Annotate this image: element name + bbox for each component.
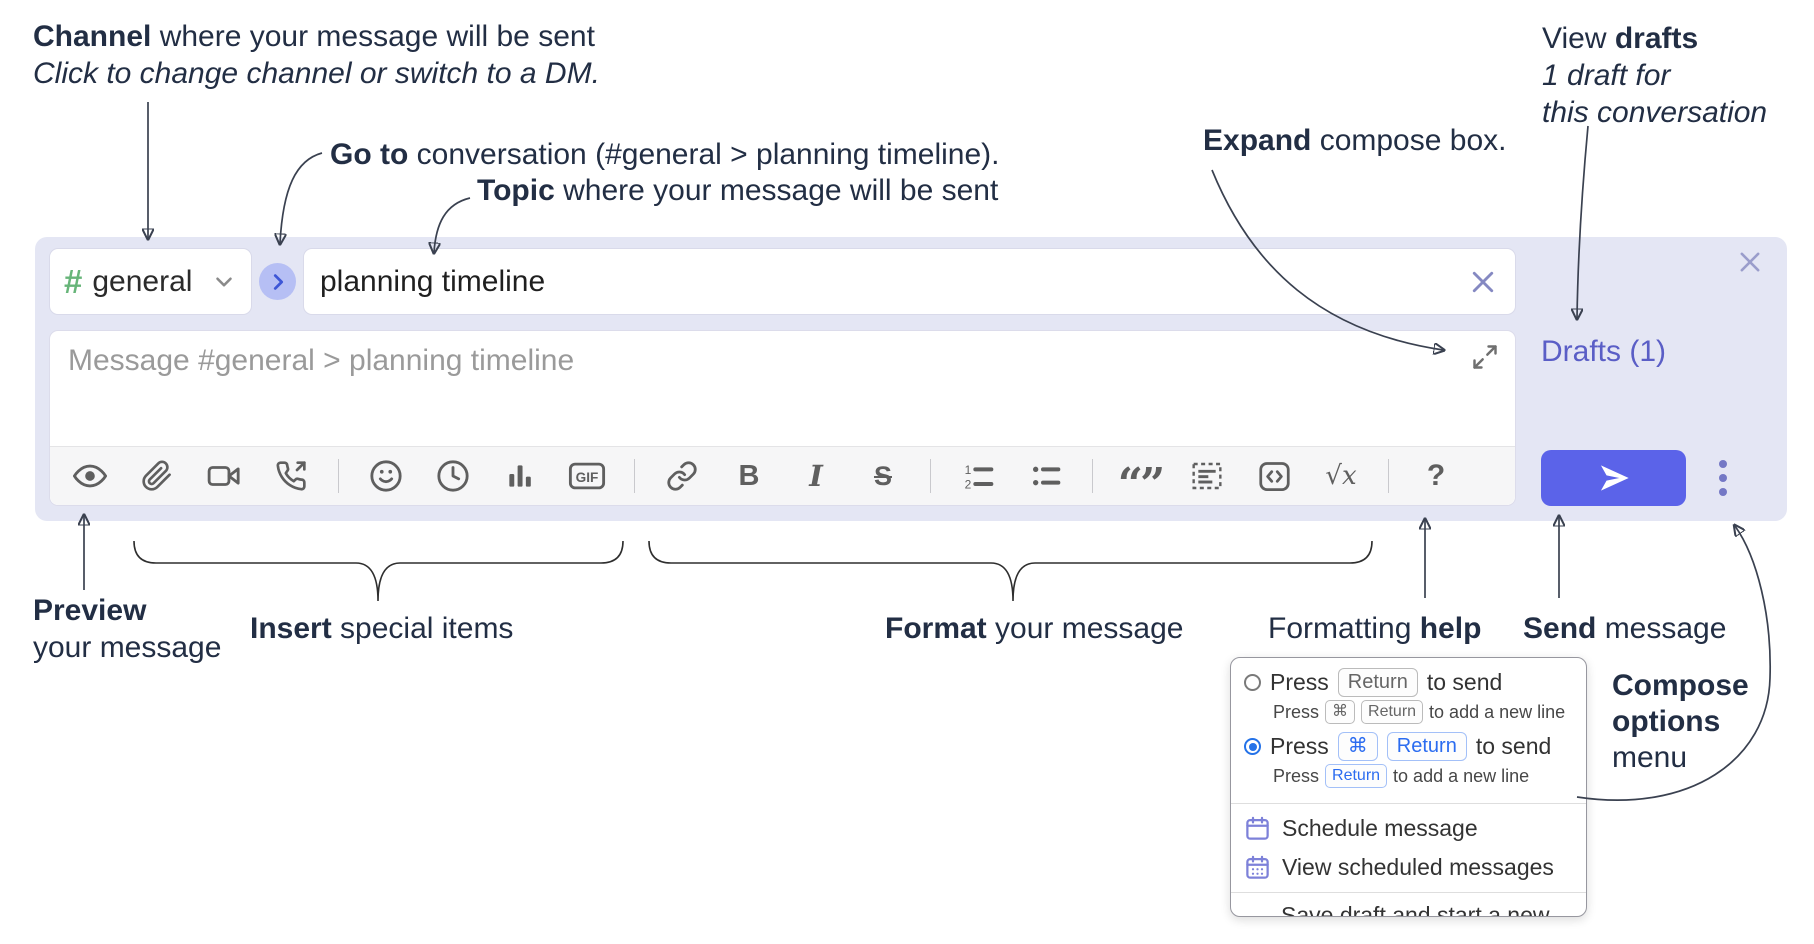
schedule-section: Schedule message View scheduled messages — [1231, 804, 1586, 892]
toolbar-divider — [930, 459, 931, 493]
calendar-dots-icon — [1244, 854, 1271, 881]
compose-options-annotation: Compose options menu — [1612, 669, 1749, 774]
view-scheduled-item[interactable]: View scheduled messages — [1231, 848, 1586, 887]
svg-text:GIF: GIF — [576, 470, 599, 485]
toolbar-divider — [634, 459, 635, 493]
formatting-help-icon[interactable]: ? — [1426, 459, 1446, 492]
go-to-conversation-button[interactable] — [259, 263, 296, 300]
calendar-icon — [1244, 815, 1271, 842]
toolbar-divider — [338, 459, 339, 493]
format-annotation: Format your message — [885, 612, 1184, 645]
bulleted-list-icon[interactable] — [1025, 454, 1065, 498]
topic-input[interactable] — [320, 249, 1450, 314]
topic-input-box — [303, 248, 1516, 315]
toolbar-divider — [1388, 459, 1389, 493]
drafts-link[interactable]: Drafts (1) — [1541, 335, 1667, 368]
compose-options-button[interactable] — [1711, 453, 1735, 503]
code-icon[interactable] — [1254, 454, 1294, 498]
channel-hash-icon: # — [64, 263, 83, 300]
close-compose-icon[interactable] — [1733, 245, 1767, 279]
quote-icon[interactable]: “” — [1117, 459, 1166, 510]
gif-icon[interactable]: GIF — [567, 454, 607, 498]
compose-box: # general Message #general > planning ti… — [35, 237, 1787, 521]
chevron-right-icon — [267, 271, 289, 293]
attach-file-icon[interactable] — [137, 454, 177, 498]
send-button[interactable] — [1541, 450, 1686, 506]
bold-icon[interactable]: B — [738, 459, 760, 492]
svg-text:2: 2 — [965, 478, 972, 492]
emoji-icon[interactable] — [366, 454, 406, 498]
menu-divider — [1231, 803, 1586, 804]
preview-eye-icon[interactable] — [70, 454, 110, 498]
send-annotation: Send message — [1523, 612, 1727, 645]
video-call-icon[interactable] — [204, 454, 244, 498]
channel-selector[interactable]: # general — [49, 248, 252, 315]
message-box[interactable]: Message #general > planning timeline — [49, 330, 1516, 510]
channel-name: general — [92, 264, 193, 298]
topic-annotation: Topic where your message will be sent — [477, 174, 999, 207]
format-message-brace — [648, 540, 1373, 602]
save-draft-item[interactable]: Save draft and start a new message — [1231, 893, 1586, 917]
goto-arrow — [280, 152, 323, 243]
formatting-help-annotation: Formatting help — [1268, 612, 1482, 645]
clear-topic-icon[interactable] — [1465, 264, 1501, 300]
insert-annotation: Insert special items — [250, 612, 514, 645]
file-check-icon — [1244, 916, 1270, 917]
draft-section: Save draft and start a new message — [1231, 893, 1586, 917]
svg-text:1: 1 — [965, 463, 972, 477]
italic-icon[interactable]: I — [809, 459, 823, 493]
goto-annotation: Go to conversation (#general > planning … — [330, 138, 1000, 171]
menu-divider — [1231, 892, 1586, 893]
view-drafts-annotation: View drafts 1 draft for this conversatio… — [1542, 22, 1768, 129]
strikethrough-icon[interactable]: S — [873, 460, 892, 491]
toolbar-divider — [1092, 459, 1093, 493]
radio-selected-icon[interactable] — [1244, 738, 1261, 755]
ellipsis-dot — [1719, 460, 1727, 468]
math-icon[interactable]: √x — [1325, 461, 1357, 491]
ellipsis-dot — [1719, 488, 1727, 496]
schedule-message-item[interactable]: Schedule message — [1231, 809, 1586, 848]
global-time-icon[interactable] — [433, 454, 473, 498]
expand-compose-icon[interactable] — [1471, 343, 1499, 371]
ellipsis-dot — [1719, 474, 1727, 482]
radio-unselected-icon[interactable] — [1244, 674, 1261, 691]
expand-annotation: Expand compose box. — [1203, 124, 1507, 157]
link-icon[interactable] — [662, 454, 702, 498]
message-placeholder: Message #general > planning timeline — [68, 344, 575, 377]
voice-call-icon[interactable] — [271, 454, 311, 498]
poll-icon[interactable] — [500, 454, 540, 498]
channel-annotation: Channel where your message will be sent … — [33, 20, 600, 90]
preview-annotation: Preview your message — [33, 594, 222, 664]
chevron-down-icon — [211, 269, 237, 295]
send-icon — [1598, 462, 1630, 494]
spoiler-icon[interactable] — [1187, 454, 1227, 498]
